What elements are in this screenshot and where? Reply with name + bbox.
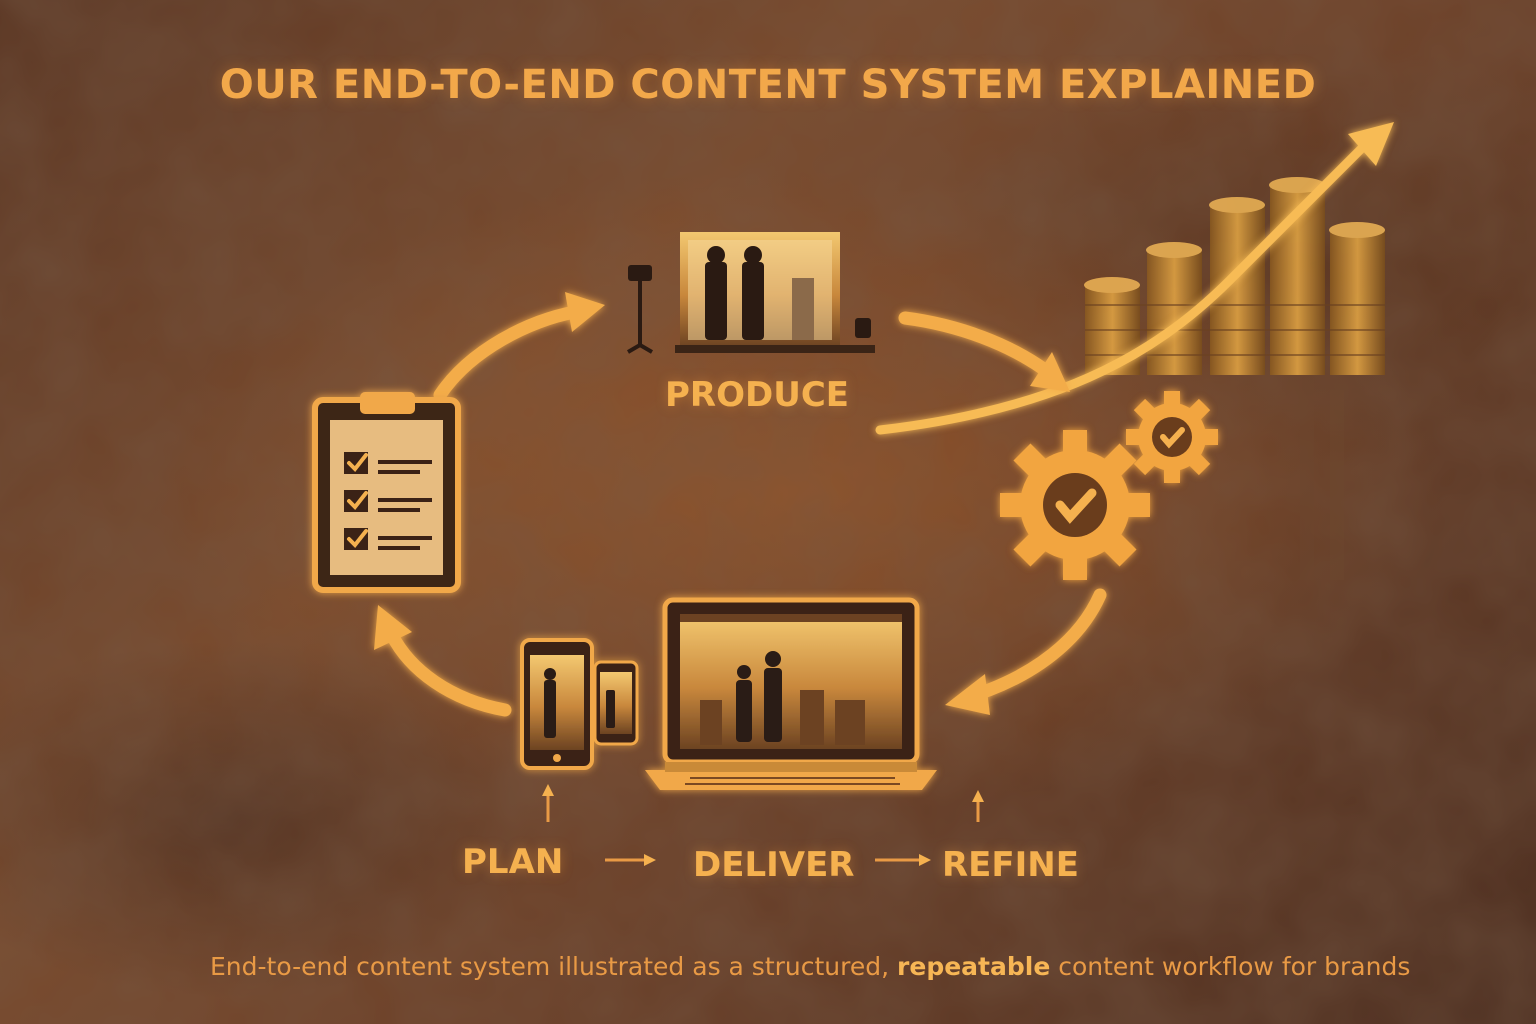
stage-label-refine: REFINE [942, 845, 1079, 885]
stage-label-deliver: DELIVER [693, 845, 855, 885]
caption: End-to-end content system illustrated as… [210, 952, 1410, 981]
caption-text-end: content workflow for brands [1050, 952, 1411, 981]
film-set-icon [626, 232, 875, 354]
growth-arrow-icon [875, 122, 1394, 435]
stage-label-produce: PRODUCE [665, 375, 850, 415]
caption-highlight: repeatable [897, 952, 1051, 981]
gears-check-icon [1000, 391, 1218, 580]
clipboard-checklist-icon [312, 392, 461, 593]
page-title: OUR END-TO-END CONTENT SYSTEM EXPLAINED [219, 62, 1317, 108]
laptop-icon [645, 597, 937, 790]
cycle-arrow-refine-to-deliver [945, 588, 1107, 715]
cycle-arrow-plan-to-produce [433, 292, 605, 402]
stage-label-plan: PLAN [462, 842, 564, 882]
smartphone-icon [520, 638, 639, 770]
caption-text-start: End-to-end content system illustrated as… [210, 952, 898, 981]
cycle-arrow-deliver-to-plan [374, 605, 512, 717]
coin-stacks-icon [1084, 177, 1385, 580]
cycle-arrow-produce-to-refine [898, 311, 1070, 392]
